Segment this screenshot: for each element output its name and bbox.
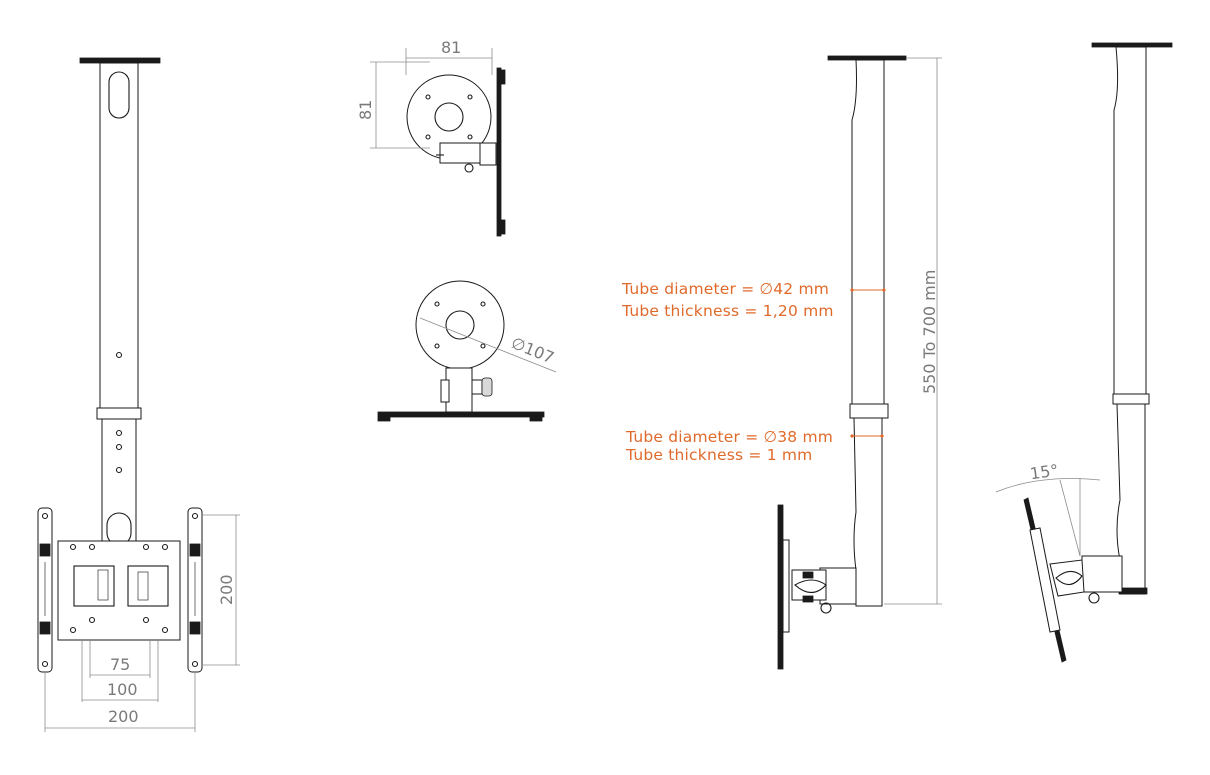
front-dim-vertical: 200	[217, 574, 236, 605]
top-view-plate	[496, 67, 502, 237]
front-dim-middle: 100	[107, 680, 138, 699]
front-vesa-plate	[57, 540, 181, 641]
front-ceiling-plate	[79, 57, 161, 64]
top-dim-width: 81	[441, 38, 461, 57]
front-dim-inner: 75	[110, 655, 130, 674]
top-view: 81 81	[356, 38, 506, 237]
base-dim-diameter: ∅107	[509, 333, 557, 367]
base-view-plate	[377, 411, 545, 418]
side-dim-height: 550 To 700 mm	[920, 270, 939, 394]
front-collar	[96, 407, 142, 420]
tilt-ceiling-plate	[1091, 42, 1173, 48]
upper-tube-thickness-label: Tube thickness = 1,20 mm	[621, 302, 834, 320]
front-dim-outer: 200	[108, 707, 139, 726]
side-ceiling-plate	[827, 55, 907, 61]
tilt-angle-label: 15°	[1029, 461, 1060, 484]
top-dim-height: 81	[356, 100, 375, 120]
side-lower-tube	[853, 417, 883, 607]
side-upper-tube	[851, 59, 885, 407]
side-view: 550 To 700 mm Tube diameter = ∅42 mm Tub…	[621, 55, 942, 670]
tilt-collar	[1112, 393, 1150, 405]
front-tube-hole	[115, 351, 123, 359]
base-view: ∅107	[377, 280, 557, 422]
front-tube-slot	[108, 71, 130, 119]
lower-tube-diameter-label: Tube diameter = ∅38 mm	[625, 428, 833, 446]
base-view-disc	[415, 280, 505, 370]
front-view: 200 75 100 200	[37, 57, 240, 732]
tilt-upper-tube	[1113, 46, 1147, 397]
tilt-view: 15°	[995, 42, 1173, 663]
side-vesa-plate	[777, 504, 784, 670]
upper-tube-diameter-label: Tube diameter = ∅42 mm	[621, 280, 829, 298]
lower-tube-thickness-label: Tube thickness = 1 mm	[625, 446, 812, 464]
side-collar	[849, 403, 889, 419]
